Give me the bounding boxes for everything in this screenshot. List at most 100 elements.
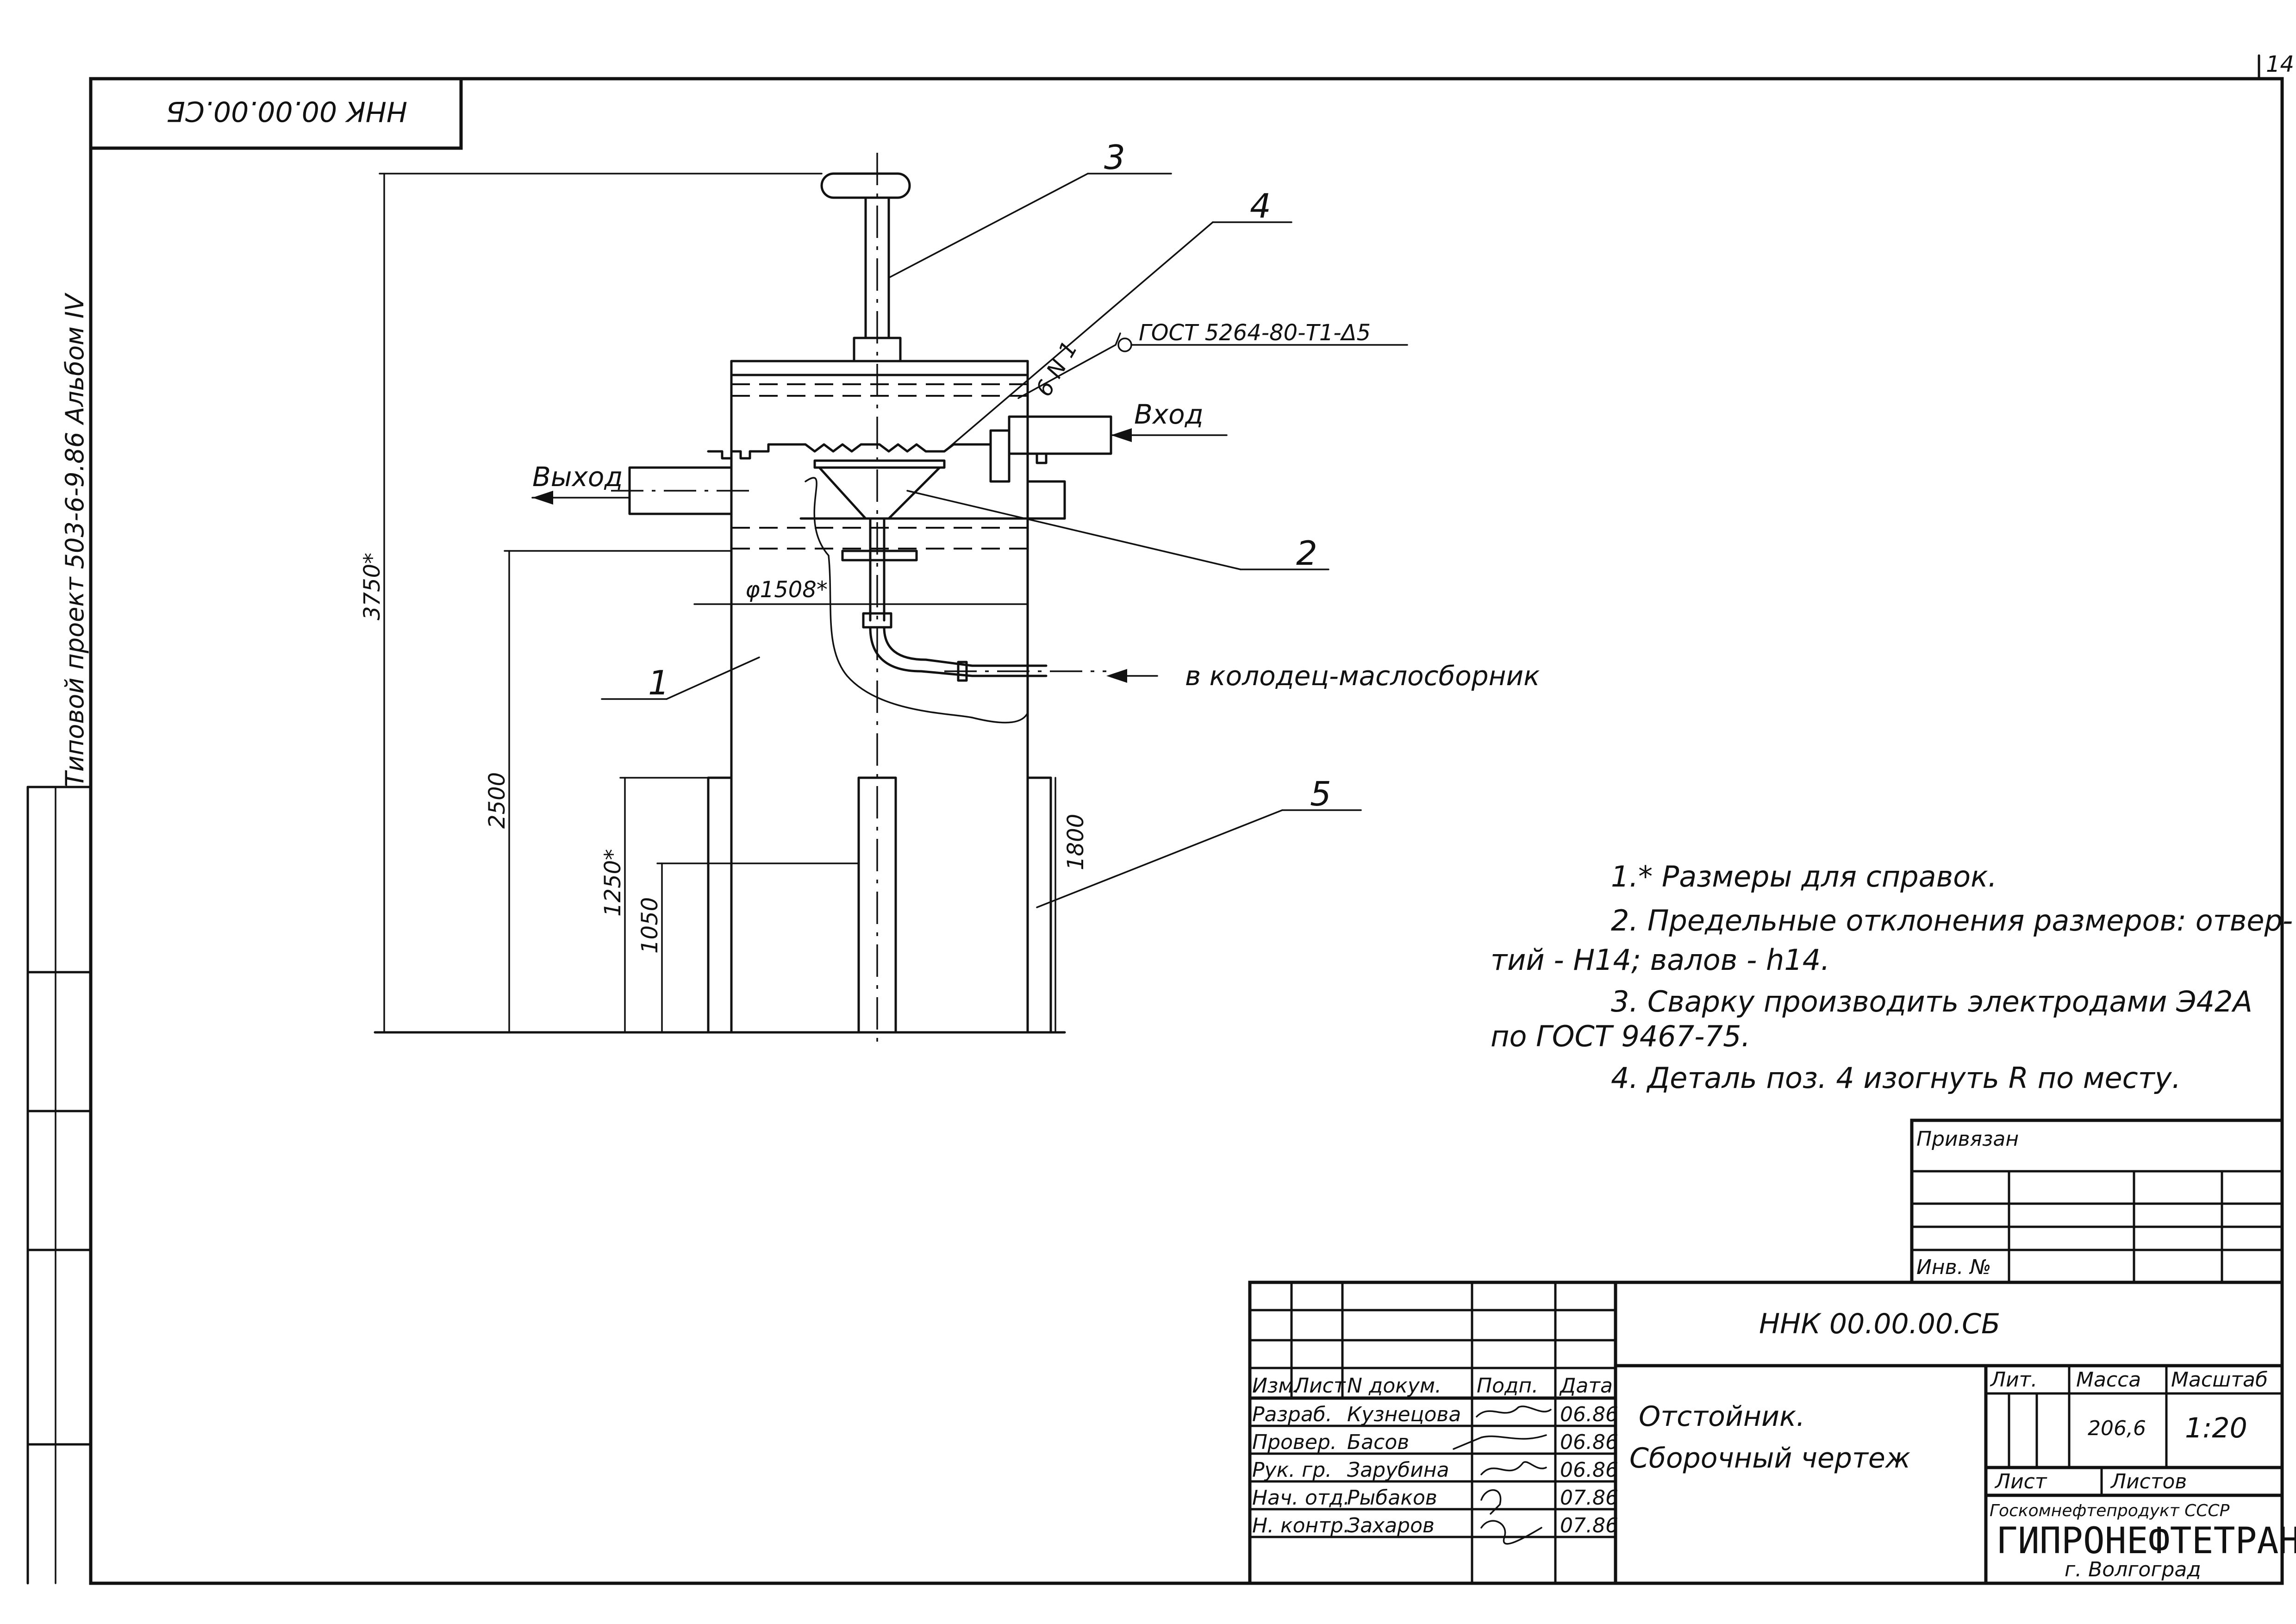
pos-2: 2 — [1296, 534, 1317, 573]
stem-coupling — [862, 612, 892, 629]
pos-5: 5 — [1310, 775, 1331, 813]
scale-label: Масштаб — [2171, 1368, 2268, 1392]
to-well-label: в колодец-маслосборник — [1185, 660, 1540, 692]
dim-2500: 2500 — [484, 772, 510, 829]
row-role-1: Разраб. — [1252, 1403, 1332, 1426]
inlet-pipe — [1008, 415, 1112, 455]
title-frame — [1248, 1280, 2284, 1585]
note-2b: тий - Н14; валов - h14. — [1491, 943, 1830, 977]
hdr-sign: Подп. — [1477, 1374, 1538, 1398]
signature-2 — [1453, 1434, 1547, 1450]
outlet-label: Выход — [532, 461, 623, 493]
position-callouts: 3 4 2 1 5 — [601, 138, 1362, 908]
binding-title: Привязан — [1916, 1127, 2019, 1151]
page-number: 14 — [2266, 51, 2294, 77]
stamp-code: ННК 00.00.00.СБ — [166, 95, 407, 127]
weld-leader — [1017, 344, 1117, 399]
stamp-box — [89, 77, 463, 150]
dim-1800: 1800 — [1063, 814, 1089, 870]
binding-inv: Инв. № — [1916, 1255, 1991, 1279]
dim-1250: 1250* — [600, 849, 626, 917]
dimensions: 3750* 2500 1250* 1050 1800 φ1508* — [359, 173, 1089, 1033]
row-role-2: Провер. — [1252, 1430, 1337, 1454]
weld-leader-tick — [1115, 332, 1121, 346]
drain-bend-inner — [883, 626, 1048, 667]
leader-5 — [1036, 809, 1283, 908]
org-line-2: ГИПРОНЕФТЕТРАНС — [1996, 1520, 2296, 1562]
note-3b: по ГОСТ 9467-75. — [1491, 1019, 1750, 1053]
sheet-frame — [89, 77, 2284, 1585]
signature-5 — [1480, 1520, 1542, 1545]
hdr-doc: N докум. — [1347, 1374, 1441, 1398]
pos-3: 3 — [1104, 138, 1125, 177]
hdr-list: Лист — [1293, 1374, 1346, 1398]
weld-mark: 6 N 1 — [1031, 337, 1083, 401]
org-line-3: г. Волгоград — [2065, 1558, 2201, 1581]
outlet-arrow-head — [532, 491, 553, 505]
title-code: ННК 00.00.00.СБ — [1759, 1308, 2000, 1340]
inlet-box — [1026, 480, 1066, 520]
leader-2 — [906, 490, 1242, 570]
dim-diameter: φ1508* — [745, 577, 828, 603]
row-name-5: Захаров — [1347, 1514, 1435, 1537]
sheets-label: Листов — [2110, 1470, 2187, 1493]
drain-bend-outer — [869, 626, 1048, 677]
funnel — [818, 466, 941, 520]
row-date-5: 07.86 — [1560, 1514, 1618, 1537]
weld-label: ГОСТ 5264-80-Т1-Δ5 — [1139, 320, 1371, 346]
pos-4: 4 — [1250, 187, 1271, 225]
title-name-1: Отстойник. — [1639, 1400, 1805, 1433]
top-cover — [730, 360, 1029, 376]
org-line-1: Госкомнефтепродукт СССР — [1990, 1501, 2230, 1520]
funnel-rim — [813, 459, 946, 469]
scale-value: 1:20 — [2185, 1412, 2247, 1444]
notes-block: 1.* Размеры для справок. 2. Предельные о… — [1491, 860, 2293, 1095]
signature-3 — [1480, 1461, 1547, 1475]
note-2a: 2. Предельные отклонения размеров: отвер… — [1611, 904, 2293, 937]
row-date-3: 06.86 — [1560, 1458, 1618, 1482]
flow-labels: Выход Вход в колодец-маслосборник ГОСТ 5… — [531, 320, 1540, 692]
section-break-line — [805, 477, 1029, 724]
dim-3750: 3750* — [359, 553, 385, 620]
well-arrow-head — [1106, 669, 1127, 683]
settler-apparatus — [374, 153, 1112, 1042]
tray-weir-right — [1026, 452, 1066, 464]
guide-plate — [841, 550, 918, 562]
signature-4 — [1480, 1489, 1502, 1515]
inlet-label: Вход — [1134, 399, 1204, 430]
note-3a: 3. Сварку производить электродами Э42А — [1611, 985, 2252, 1018]
row-date-2: 06.86 — [1560, 1430, 1618, 1454]
signature-1 — [1476, 1405, 1552, 1418]
hdr-date: Дата — [1559, 1374, 1613, 1398]
weld-circle — [1117, 337, 1132, 352]
handwheel — [820, 172, 911, 199]
side-project-label: Типовой проект 503-6-9.86 Альбом IV — [60, 292, 89, 787]
row-date-4: 07.86 — [1560, 1486, 1618, 1510]
row-name-4: Рыбаков — [1347, 1486, 1437, 1510]
row-name-3: Зарубина — [1347, 1458, 1449, 1482]
title-name-2: Сборочный чертеж — [1629, 1442, 1910, 1474]
row-date-1: 06.86 — [1560, 1403, 1618, 1426]
inlet-arrow-head — [1111, 428, 1132, 442]
title-block: Изм. Лист N докум. Подп. Дата Разраб. Ку… — [1248, 1280, 2296, 1585]
pos-1: 1 — [648, 663, 669, 702]
row-role-4: Нач. отд. — [1252, 1486, 1350, 1510]
row-name-1: Кузнецова — [1347, 1403, 1461, 1426]
row-name-2: Басов — [1347, 1430, 1409, 1454]
leader-4 — [943, 221, 1214, 452]
sheet-label: Лист — [1994, 1470, 2047, 1493]
row-role-5: Н. контр. — [1252, 1514, 1350, 1537]
row-role-3: Рук. гр. — [1252, 1458, 1332, 1482]
binding-block: Привязан Инв. № — [1910, 1118, 2284, 1284]
mass-value: 206,6 — [2088, 1417, 2146, 1440]
note-1: 1.* Размеры для справок. — [1611, 860, 1997, 893]
dim-1050: 1050 — [637, 897, 663, 954]
lit-label: Лит. — [1990, 1368, 2037, 1392]
note-4: 4. Деталь поз. 4 изогнуть R по месту. — [1611, 1061, 2181, 1095]
leader-3 — [888, 173, 1089, 279]
inlet-flange — [989, 429, 1011, 483]
leader-1 — [666, 656, 760, 700]
mass-label: Масса — [2076, 1368, 2141, 1392]
hdr-izm: Изм. — [1252, 1374, 1300, 1398]
